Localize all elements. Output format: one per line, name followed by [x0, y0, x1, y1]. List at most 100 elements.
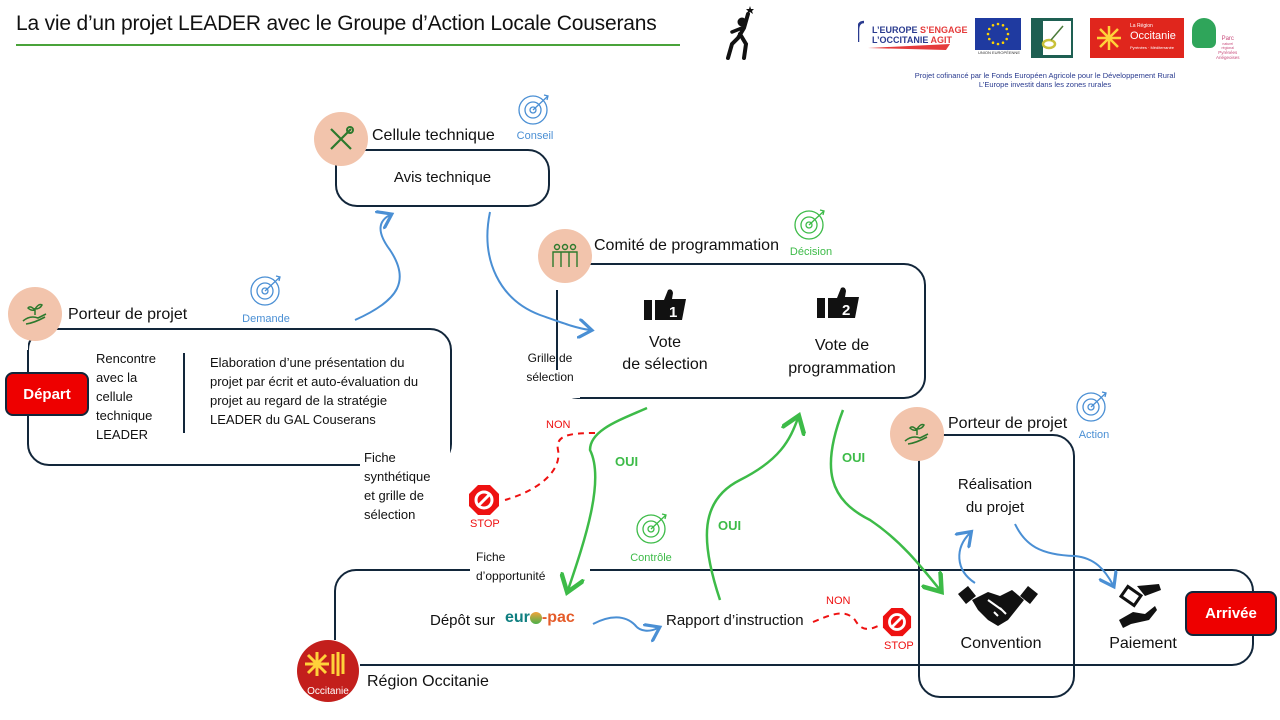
person-reaching-star-icon: [722, 4, 758, 62]
non-label: NON: [546, 419, 571, 431]
logo-text: Pyrénées: [1218, 50, 1238, 55]
porteur-actor-circle: [890, 407, 944, 461]
cellule-technique-box: [335, 149, 550, 207]
cofinance-line: Projet cofinancé par le Fonds Européen A…: [914, 71, 1176, 80]
text-line: LEADER du GAL Couserans: [210, 412, 376, 427]
parc-pyrenees-logo: Parc naturel régional Pyrénées Ariégeois…: [1190, 16, 1240, 74]
text-line: de sélection: [622, 356, 708, 373]
logo-text: Ariégeoises: [1216, 55, 1240, 60]
text-line: Réalisation: [957, 476, 1033, 493]
stop-label: STOP: [884, 640, 914, 652]
controle-tag: Contrôle: [630, 552, 672, 564]
vote-programmation-step: Vote de programmation: [780, 334, 904, 380]
text-line: cellule: [96, 389, 133, 404]
arrow-oui-to-convention: [829, 409, 940, 590]
logo-text: régional: [1221, 46, 1234, 50]
europac-text: eur: [505, 609, 530, 626]
thumbs-up-2-icon: 2: [817, 286, 861, 325]
porteur-actor-circle: [8, 287, 62, 341]
text-line: Vote de: [814, 337, 870, 354]
arrivee-button[interactable]: Arrivée: [1185, 591, 1277, 636]
logo-caption: UNION EUROPÉENNE: [977, 50, 1020, 55]
target-icon: [248, 273, 286, 314]
cellule-actor-circle: [314, 112, 368, 166]
realisation-step: Réalisation du projet: [930, 473, 1060, 519]
logo-text: Parc: [1221, 36, 1234, 42]
svg-text:Occitanie: Occitanie: [307, 686, 349, 697]
logo-text: Occitanie: [1130, 30, 1176, 42]
arrow-oui-to-vote2: [705, 418, 798, 601]
paiement-step: Paiement: [1109, 635, 1177, 652]
arrow-oui-to-depot: [568, 406, 648, 590]
decision-tag: Décision: [789, 246, 833, 258]
logo-text: S’ENGAGE: [920, 25, 968, 35]
target-icon: [1074, 389, 1112, 430]
oui-label: OUI: [615, 454, 639, 469]
comite-actor-label: Comité de programmation: [594, 237, 779, 254]
stop-label: STOP: [470, 518, 500, 530]
cofinance-note: Projet cofinancé par le Fonds Européen A…: [880, 71, 1210, 89]
non-path-1: [504, 432, 596, 501]
logo-text: naturel: [1222, 42, 1234, 46]
arrow-realisation-paiement: [1014, 523, 1113, 585]
text-line: programmation: [788, 360, 896, 377]
porteur-actor-label: Porteur de projet: [948, 415, 1068, 432]
stop-sign-icon: [468, 484, 500, 521]
text-line: Vote: [648, 334, 682, 351]
logo-text: L’OCCITANIE: [872, 35, 931, 45]
vote-selection-step: Vote de sélection: [610, 332, 720, 376]
fiche-synthetique-doc: Fiche synthétique et grille de sélection: [364, 448, 431, 524]
logo-text: L’EUROPE: [872, 25, 921, 35]
europac-logo[interactable]: eur-pac: [505, 609, 575, 627]
oui-label: OUI: [718, 518, 742, 533]
rapport-instruction-step: Rapport d’instruction: [666, 612, 804, 629]
text-line: sélection: [364, 507, 416, 522]
payment-hand-icon: [1115, 582, 1165, 633]
plant-in-hand-icon: [904, 423, 929, 445]
text-line: Grille de: [527, 351, 573, 365]
comite-actor-circle: [538, 229, 592, 283]
text-line: Elaboration d’une présentation du: [210, 355, 405, 370]
region-occitanie-emblem: Occitanie: [297, 640, 359, 702]
convention-step: Convention: [960, 635, 1042, 652]
page-title: La vie d’un projet LEADER avec le Groupe…: [16, 12, 657, 35]
action-tag: Action: [1078, 429, 1110, 441]
logo-text: AGIT: [930, 35, 953, 45]
fiche-opportunite-doc: Fiche d’opportunité: [476, 548, 545, 586]
europe-engage-logo: L’EUROPE S’ENGAGE L’OCCITANIE AGIT: [858, 20, 968, 52]
grille-selection-doc: Grille de sélection: [515, 349, 585, 387]
tools-icon: [330, 126, 354, 150]
europac-globe-icon: [529, 611, 542, 624]
rencontre-step: Rencontre avec la cellule technique LEAD…: [96, 349, 156, 444]
arrow-depot-rapport: [592, 616, 658, 630]
text-line: Fiche: [476, 550, 506, 564]
leader-logo: [1031, 18, 1073, 58]
logo-text: Pyrénées · Méditerranée: [1130, 45, 1175, 50]
text-line: du projet: [965, 499, 1025, 516]
text-line: projet au regard de la stratégie: [210, 393, 388, 408]
arrow-convention-realisation: [959, 533, 976, 584]
depart-button[interactable]: Départ: [5, 372, 89, 416]
stop-sign-icon: [882, 607, 912, 642]
text-line: avec la: [96, 370, 138, 385]
thumbs-up-1-icon: 1: [644, 288, 688, 327]
group-people-icon: [552, 243, 578, 267]
text-line: technique: [96, 408, 153, 423]
target-icon: [634, 511, 672, 552]
text-line: synthétique: [364, 469, 431, 484]
text-line: et grille de: [364, 488, 424, 503]
non-path-2: [812, 612, 881, 630]
eu-flag-logo: UNION EUROPÉENNE: [975, 18, 1023, 60]
demande-tag: Demande: [242, 313, 290, 325]
cofinance-line: L’Europe investit dans les zones rurales: [978, 80, 1112, 89]
cellule-actor-label: Cellule technique: [372, 127, 495, 144]
depot-label: Dépôt sur: [430, 612, 496, 629]
title-underline: [16, 44, 680, 46]
text-line: projet par écrit et auto-évaluation du: [210, 374, 419, 389]
conseil-tag: Conseil: [516, 130, 554, 142]
arrow-to-cellule: [354, 215, 401, 321]
text-line: Fiche: [364, 450, 396, 465]
oui-label: OUI: [842, 450, 866, 465]
target-icon: [792, 207, 830, 248]
